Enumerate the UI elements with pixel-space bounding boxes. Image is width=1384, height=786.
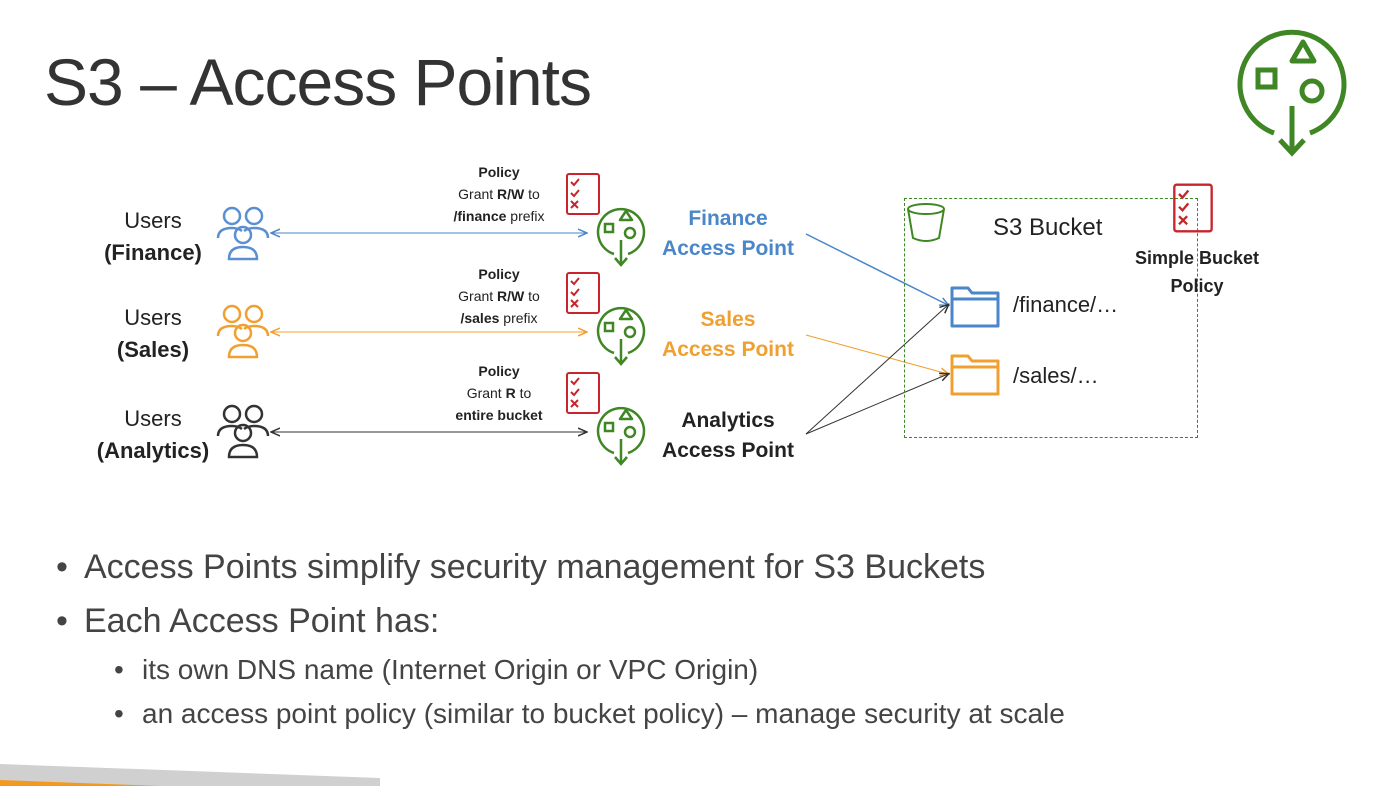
- s3-bucket-container: [904, 198, 1198, 438]
- policy-checklist-icon: [566, 272, 600, 314]
- finance-folder-label: /finance/…: [1013, 292, 1119, 317]
- policy-checklist-icon: [566, 372, 600, 414]
- users-group-icon: [216, 404, 270, 459]
- access-point-icon: [596, 406, 646, 466]
- sub-bullet-item: its own DNS name (Internet Origin or VPC…: [56, 648, 1065, 692]
- folder-icon: [950, 286, 1000, 328]
- policy-checklist-icon: [1173, 183, 1213, 233]
- footer-decoration: [0, 764, 380, 786]
- s3-bucket-title: S3 Bucket: [993, 214, 1103, 241]
- simple-bucket-policy-label: Simple Bucket Policy: [1134, 248, 1260, 296]
- finance-access-point-label: Finance Access Point: [662, 207, 794, 260]
- users-analytics-label: Users (Analytics): [96, 406, 210, 463]
- policy-text-sales: Policy Grant R/W to /sales prefix: [458, 266, 540, 326]
- analytics-access-point-label: Analytics Access Point: [662, 409, 794, 462]
- bullet-item: Access Points simplify security manageme…: [56, 540, 1065, 594]
- sub-bullet-item: an access point policy (similar to bucke…: [56, 692, 1065, 736]
- bullet-list: Access Points simplify security manageme…: [56, 540, 1065, 736]
- access-point-icon: [596, 207, 646, 267]
- sales-access-point-label: Sales Access Point: [662, 308, 794, 361]
- sales-folder-label: /sales/…: [1013, 363, 1099, 388]
- page-title: S3 – Access Points: [44, 45, 592, 119]
- bullet-item: Each Access Point has:: [56, 594, 1065, 648]
- policy-text-analytics: Policy Grant R to entire bucket: [455, 363, 543, 423]
- access-point-icon-large: [1237, 29, 1347, 157]
- policy-text-finance: Policy Grant R/W to /finance prefix: [453, 164, 545, 224]
- folder-icon: [950, 354, 1000, 396]
- policy-checklist-icon: [566, 173, 600, 215]
- users-finance-label: Users (Finance): [104, 208, 202, 265]
- users-group-icon: [216, 206, 270, 261]
- users-group-icon: [216, 304, 270, 359]
- bucket-icon: [907, 203, 945, 242]
- users-sales-label: Users (Sales): [116, 305, 190, 362]
- access-point-icon: [596, 306, 646, 366]
